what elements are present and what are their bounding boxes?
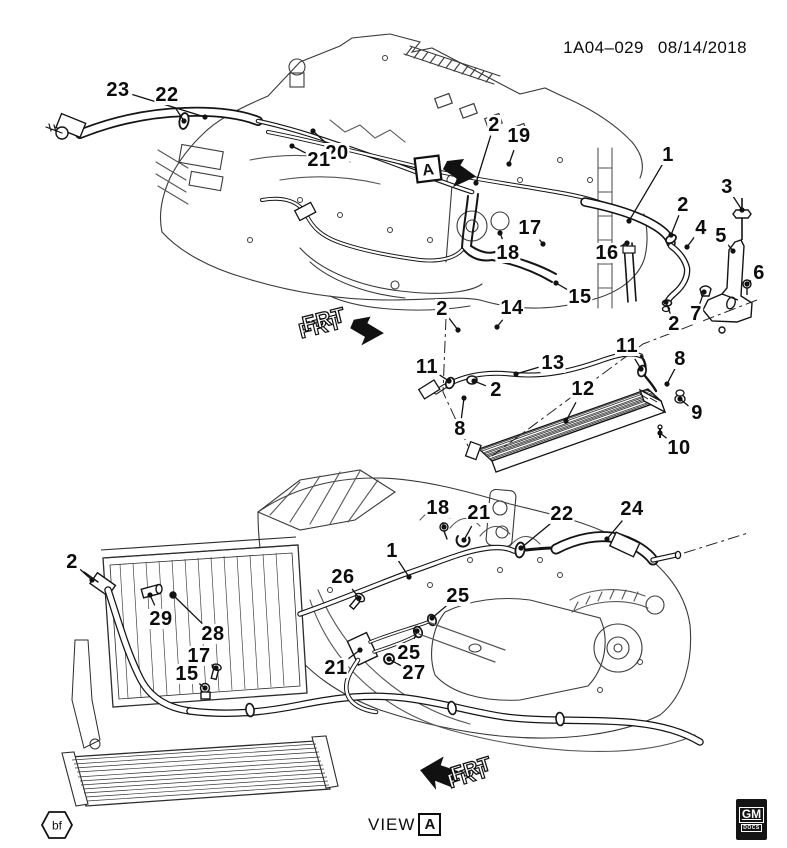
frt-arrow-left xyxy=(420,756,459,790)
corner-mark: bf xyxy=(40,811,74,839)
view-ref-box: A xyxy=(418,813,442,836)
top-view-hoses xyxy=(45,106,691,400)
detail-a-arrow xyxy=(442,158,477,188)
gm-logo-text: GM xyxy=(738,806,765,824)
frt-marker-bottom: FRT FRT xyxy=(420,752,495,794)
top-view-engine-art xyxy=(155,33,648,311)
bottom-view-hoses xyxy=(83,522,704,746)
bracket-and-fasteners xyxy=(699,198,753,334)
radiator xyxy=(71,536,308,750)
gm-logo: GM DOCS xyxy=(736,799,767,840)
hexagon-outline xyxy=(40,811,74,839)
doc-code: 1A04–029 xyxy=(563,38,644,57)
gm-logo-sub: DOCS xyxy=(741,824,762,833)
corner-mark-text: bf xyxy=(52,819,63,833)
detail-a-label: A xyxy=(421,161,435,179)
phantom-lines-top xyxy=(442,299,758,457)
frt-marker-top: FRT FRT xyxy=(296,303,384,346)
doc-date: 08/14/2018 xyxy=(657,38,747,57)
view-reference: VIEW A xyxy=(368,813,442,836)
lower-cooler xyxy=(61,735,339,807)
oil-cooler xyxy=(464,388,686,473)
doc-header: 1A04–029 08/14/2018 xyxy=(563,38,747,58)
frt-arrow-right xyxy=(350,316,384,346)
phantom-lines-bottom xyxy=(683,532,749,554)
view-label: VIEW xyxy=(368,814,416,834)
detail-a-marker: A xyxy=(413,154,477,188)
